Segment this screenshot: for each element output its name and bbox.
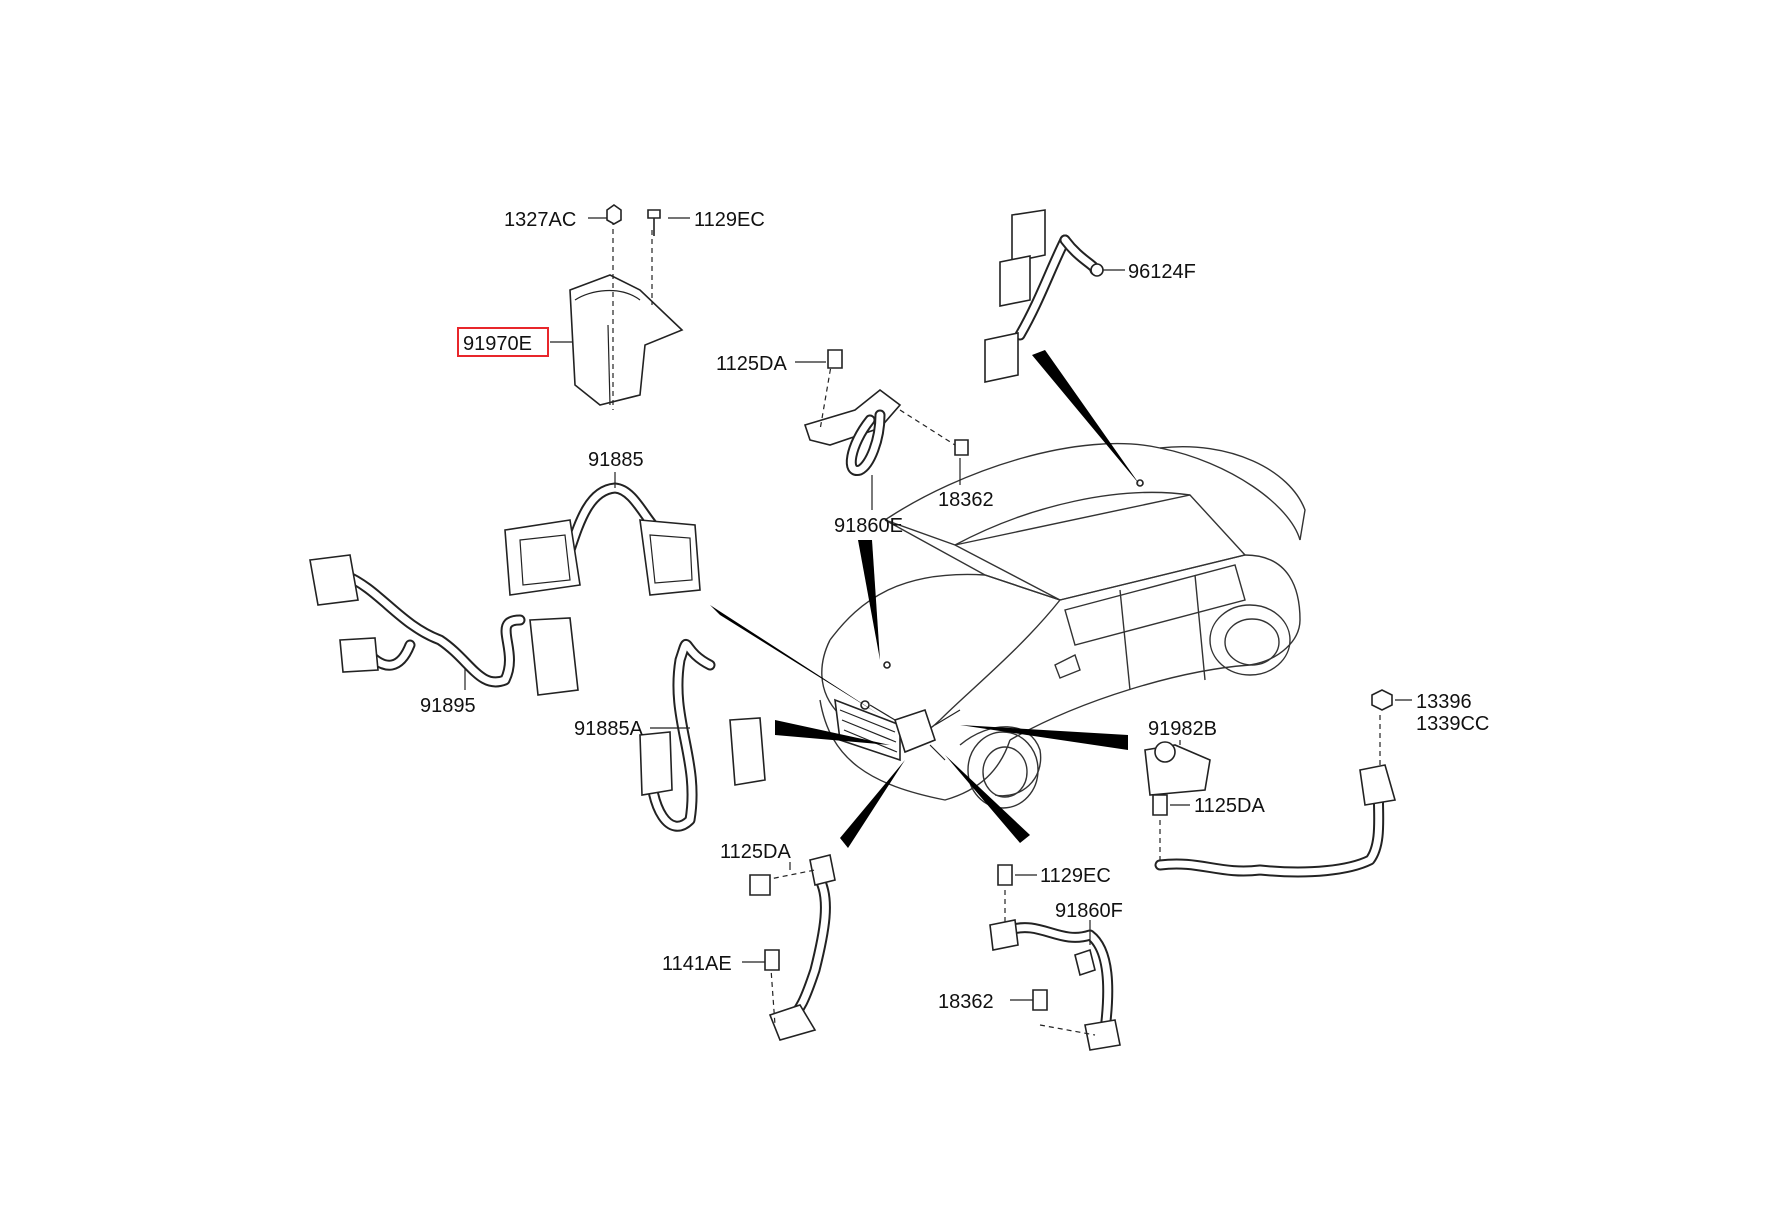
part-91970E-cover[interactable] (569, 220, 684, 410)
leader-lines (464, 217, 1412, 1001)
label-96124F[interactable]: 96124F (1128, 261, 1196, 283)
fastener-18362-bottom[interactable] (1032, 989, 1048, 1011)
highlight-box-91970E (457, 327, 549, 357)
vehicle-illustration (819, 442, 1306, 809)
part-91885-harness[interactable] (504, 482, 701, 596)
fastener-18362-top[interactable] (954, 439, 969, 456)
label-1141AE[interactable]: 1141AE (662, 953, 732, 975)
label-91895[interactable]: 91895 (420, 695, 476, 717)
part-91860E-harness[interactable] (803, 359, 956, 476)
fastener-1327AC[interactable] (606, 204, 622, 225)
label-91885[interactable]: 91885 (588, 449, 644, 471)
label-1125DA-right[interactable]: 1125DA (1194, 795, 1265, 817)
label-91970E[interactable]: 91970E (463, 333, 532, 355)
part-91895-harness[interactable] (309, 554, 579, 696)
fastener-1125DA-right[interactable] (1152, 794, 1168, 816)
part-96124F-harness[interactable] (984, 209, 1104, 383)
part-91885A-harness[interactable] (639, 638, 766, 832)
fastener-1125DA-top[interactable] (827, 349, 843, 369)
fastener-13396[interactable] (1371, 689, 1393, 711)
label-91860F[interactable]: 91860F (1055, 900, 1123, 922)
label-1125DA-bottom[interactable]: 1125DA (720, 841, 791, 863)
fastener-1125DA-bottom[interactable] (749, 874, 771, 896)
label-1129EC-bottom[interactable]: 1129EC (1040, 865, 1111, 887)
fastener-1141AE[interactable] (764, 949, 780, 971)
label-13396[interactable]: 13396 (1416, 691, 1472, 713)
part-91982B-sensor[interactable] (1144, 741, 1211, 860)
label-1125DA-top[interactable]: 1125DA (716, 353, 787, 375)
part-ground-cable-left[interactable] (764, 854, 836, 1041)
label-91860E[interactable]: 91860E (834, 515, 903, 537)
fastener-1129EC-bottom[interactable] (997, 864, 1013, 886)
label-91885A[interactable]: 91885A (574, 718, 644, 740)
label-1327AC[interactable]: 1327AC (504, 209, 576, 231)
label-1339CC[interactable]: 1339CC (1416, 713, 1489, 735)
label-1129EC-top[interactable]: 1129EC (694, 209, 765, 231)
part-labels: 1327AC 1129EC 91970E 96124F 1125DA 91885… (420, 209, 1489, 1013)
label-18362-bottom[interactable]: 18362 (938, 991, 994, 1013)
label-18362-top[interactable]: 18362 (938, 489, 994, 511)
fastener-1129EC-top[interactable] (647, 209, 661, 236)
label-91982B[interactable]: 91982B (1148, 718, 1217, 740)
part-battery-cable[interactable] (1154, 715, 1397, 878)
pointer-wedges (710, 350, 1140, 848)
